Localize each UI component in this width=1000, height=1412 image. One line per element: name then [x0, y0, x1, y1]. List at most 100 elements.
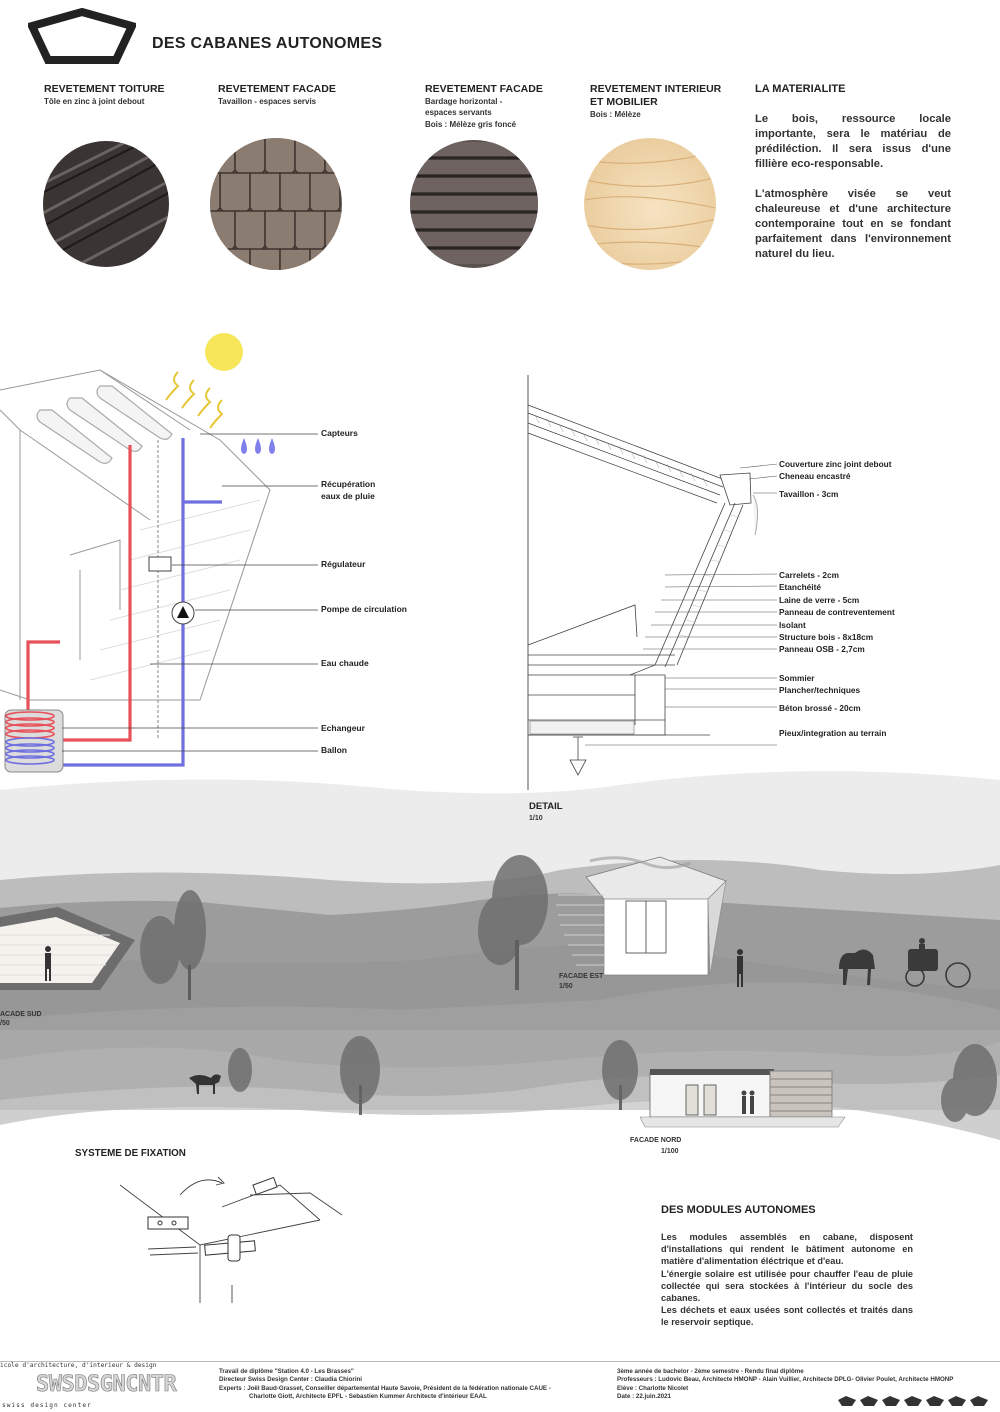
- facade-est-title: FACADE EST: [559, 973, 604, 980]
- person-icon: [741, 1090, 755, 1114]
- door-icon: [685, 1084, 699, 1116]
- footer-rule: [0, 1361, 1000, 1362]
- larch-swatch: [584, 138, 716, 270]
- modules-block: DES MODULES AUTONOMES Les modules assemb…: [661, 1204, 913, 1329]
- footer-logo: SWSDSGNCNTR: [36, 1372, 177, 1398]
- materialite-p1: Le bois, ressource locale importante, se…: [755, 113, 951, 170]
- facade-nord-scale: 1/100: [661, 1148, 679, 1155]
- detail-label: Panneau de contreventement: [779, 607, 895, 618]
- tree-icon: [140, 890, 206, 1000]
- detail-labels-mid: Carrelets - 2cm Etanchéité Laine de verr…: [779, 569, 895, 656]
- material-interieur: REVETEMENT INTERIEUR ET MOBILIER Bois : …: [590, 83, 740, 121]
- detail-labels-top: Couverture zinc joint debout Cheneau enc…: [779, 458, 891, 500]
- sun-icon: [205, 333, 243, 371]
- person-horse-cart: [737, 938, 971, 988]
- footer-mid: Travail de diplôme "Station 4.0 - Les Br…: [219, 1368, 551, 1402]
- tree-icon: [602, 1040, 638, 1110]
- hot-pipe: [58, 445, 132, 742]
- modules-p1: Les modules assemblés en cabane, dispose…: [661, 1232, 913, 1267]
- detail-label: Couverture zinc joint debout: [779, 459, 892, 469]
- footer-right-line: Elève : Charlotte Nicolet: [617, 1384, 689, 1392]
- label-eaux-pluie: eaux de pluie: [321, 491, 375, 501]
- person-icon: [45, 946, 51, 981]
- cabin-icon: [838, 1396, 856, 1406]
- material-toiture: REVETEMENT TOITURE Tôle en zinc à joint …: [44, 83, 214, 108]
- footer-mid-line: Directeur Swiss Design Center : Claudia …: [219, 1376, 363, 1384]
- material-swatches: [43, 138, 716, 270]
- material-desc: Tavaillon - espaces servis: [218, 97, 317, 106]
- material-title: REVETEMENT INTERIEUR: [590, 83, 722, 95]
- cabin-icon: [860, 1396, 878, 1406]
- zinc-swatch: [43, 141, 169, 267]
- cladding-swatch: [410, 140, 538, 268]
- facade-sud-title: ACADE SUD: [0, 1011, 42, 1018]
- detail-label: Pieux/integration au terrain: [779, 728, 887, 739]
- cabin-logo-icon: [26, 7, 138, 64]
- horse-small: [189, 1074, 221, 1094]
- footer-mid-line: Travail de diplôme "Station 4.0 - Les Br…: [219, 1368, 354, 1375]
- label-pompe: Pompe de circulation: [321, 604, 407, 614]
- logo-mark: [26, 7, 138, 64]
- material-desc: Bois : Mélèze gris foncé: [425, 120, 517, 129]
- trees: [140, 855, 997, 1122]
- label-eau-chaude: Eau chaude: [321, 658, 369, 668]
- facade-est-scale: 1/50: [559, 983, 573, 990]
- material-facade-1: REVETEMENT FACADE Tavaillon - espaces se…: [218, 83, 398, 108]
- sun-rays-icon: [165, 371, 224, 429]
- pile-icon: [569, 736, 587, 776]
- cabin-icon: [970, 1396, 988, 1406]
- facade-est-drawing: [556, 856, 727, 976]
- door-icon: [625, 900, 647, 954]
- landscape: [0, 771, 1000, 1170]
- materialite-title: LA MATERIALITE: [755, 83, 846, 95]
- horse-icon: [189, 1074, 221, 1094]
- person-icon: [737, 949, 743, 987]
- material-title: REVETEMENT FACADE: [218, 83, 336, 95]
- footer-right-line: 3ème année de bachelor - 2ème semestre -…: [617, 1368, 804, 1375]
- modules-p2: L'énergie solaire est utilisée pour chau…: [661, 1268, 913, 1304]
- label-recuperation: Récupération: [321, 479, 376, 489]
- facade-nord-title: FACADE NORD: [630, 1137, 682, 1144]
- tree-icon: [478, 855, 548, 990]
- footer-right-line: Date : 22.juin.2021: [617, 1393, 671, 1401]
- material-desc: espaces servants: [425, 108, 492, 117]
- cabin-icon: [904, 1396, 922, 1406]
- cold-pipe: [60, 438, 185, 767]
- tree-icon: [228, 1048, 252, 1092]
- detail-label: Isolant: [779, 619, 806, 630]
- materialite-block: LA MATERIALITE Le bois, ressource locale…: [755, 83, 951, 262]
- tree-icon: [340, 1036, 380, 1115]
- detail-label: Panneau OSB - 2,7cm: [779, 644, 865, 655]
- detail-label: Carrelets - 2cm: [779, 570, 839, 580]
- regulator-box: [148, 556, 172, 572]
- detail-label: Tavaillon - 3cm: [779, 488, 839, 499]
- detail-title: DETAIL: [529, 801, 563, 812]
- detail-label: Etanchéité: [779, 582, 821, 593]
- detail-label: Béton brossé - 20cm: [779, 702, 861, 713]
- shingle-swatch: [210, 138, 342, 270]
- material-desc: Bardage horizontal -: [425, 97, 503, 106]
- cabin-icon: [882, 1396, 900, 1406]
- label-echangeur: Echangeur: [321, 723, 365, 733]
- label-capteurs: Capteurs: [321, 428, 358, 438]
- bracket-icon: [147, 1176, 278, 1262]
- label-ballon: Ballon: [321, 745, 347, 755]
- detail-scale: 1/10: [529, 815, 543, 822]
- detail-label: Cheneau encastré: [779, 471, 851, 482]
- footer-logo-sub: swiss design center: [2, 1402, 92, 1409]
- footer-cabin-icons: [838, 1396, 988, 1406]
- materialite-p2: L'atmosphère visée se veut chaleureuse e…: [755, 188, 951, 260]
- material-title: REVETEMENT TOITURE: [44, 83, 165, 95]
- cabin-icon: [948, 1396, 966, 1406]
- rain-drops-icon: [241, 438, 275, 454]
- facade-nord-drawing: [640, 1069, 846, 1128]
- material-title: REVETEMENT FACADE: [425, 83, 543, 95]
- modules-title: DES MODULES AUTONOMES: [661, 1204, 816, 1216]
- label-regulateur: Régulateur: [321, 559, 366, 569]
- detail-section: [527, 375, 778, 790]
- detail-label: Structure bois - 8x18cm: [779, 632, 874, 643]
- footer-right: 3ème année de bachelor - 2ème semestre -…: [617, 1368, 953, 1402]
- footer-mid-line: Charlotte Giott, Architecte EPFL - Sebas…: [249, 1393, 487, 1401]
- detail-label: Sommier: [779, 673, 815, 683]
- horse-carriage-icon: [839, 938, 971, 988]
